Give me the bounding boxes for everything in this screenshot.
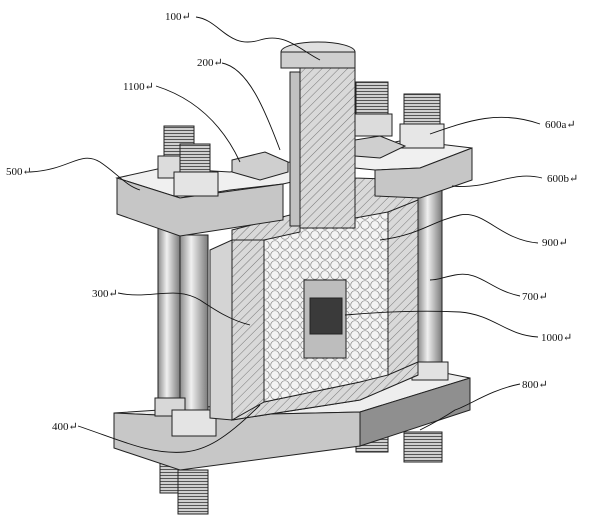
upper-plate-front-left (116, 177, 284, 237)
piston-rod (299, 67, 356, 229)
label-1100: 1100↵ (123, 81, 154, 93)
bolt-nut (399, 123, 445, 149)
label-800: 800↵ (522, 379, 548, 391)
leader-300 (117, 292, 251, 326)
lower-plate-front (113, 411, 361, 471)
leader-1000 (344, 310, 539, 338)
bottom-bolt-thread (177, 469, 209, 515)
piston-head (280, 51, 356, 69)
chamber-body (209, 149, 419, 421)
label-100: 100↵ (165, 11, 191, 23)
right-wall (387, 199, 419, 376)
rod (157, 214, 181, 416)
upper-plate-front-right (374, 147, 473, 199)
piston (280, 41, 356, 229)
label-1000: 1000↵ (541, 332, 572, 344)
bolt-thread (355, 81, 389, 117)
label-600a: 600a↵ (545, 119, 576, 131)
left-wall-face (209, 239, 233, 421)
leader-600a (429, 116, 541, 135)
top-bolts (157, 81, 445, 197)
leader-500 (29, 157, 141, 191)
bolt-thread (179, 143, 211, 175)
rod-nut (171, 409, 217, 437)
bolt-nut (351, 113, 393, 137)
bolt-thread (403, 93, 441, 127)
label-700: 700↵ (522, 291, 548, 303)
label-900: 900↵ (542, 237, 568, 249)
sample-block-dark (309, 297, 343, 335)
left-wall (231, 239, 265, 421)
piston-rod-side (289, 71, 301, 227)
bottom-bolt-thread (403, 431, 443, 463)
leader-400 (77, 404, 261, 453)
clamps (231, 135, 407, 181)
bolt-nut (173, 171, 219, 197)
leader-700 (429, 273, 521, 297)
label-400: 400↵ (52, 421, 78, 433)
leader-1100 (155, 85, 241, 163)
left-rods (154, 214, 217, 437)
label-600b: 600b↵ (547, 173, 578, 185)
leader-800 (419, 383, 521, 431)
leader-600b (451, 175, 543, 187)
leader-100 (195, 16, 321, 61)
label-300: 300↵ (92, 288, 118, 300)
clamp-left (231, 151, 289, 181)
label-200: 200↵ (197, 57, 223, 69)
label-500: 500↵ (6, 166, 32, 178)
leader-900 (379, 214, 539, 244)
labels: 100↵ 200↵ 1100↵ 500↵ 600a↵ 600b↵ 900↵ 30… (6, 11, 578, 433)
leader-200 (221, 62, 281, 151)
leader-lines (29, 16, 543, 453)
